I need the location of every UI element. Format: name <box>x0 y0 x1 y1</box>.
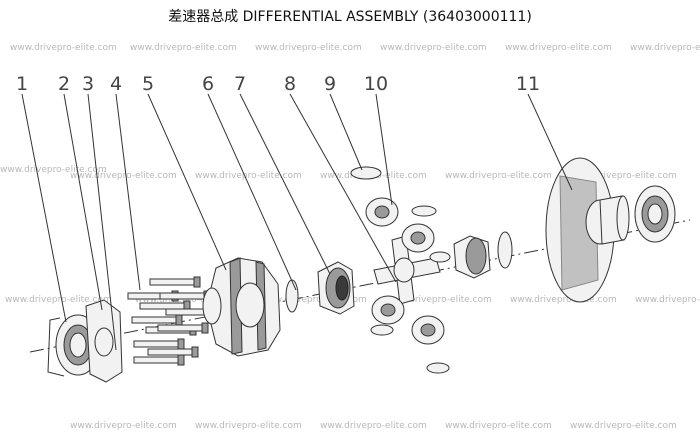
bolt <box>159 292 207 300</box>
leader-line <box>289 93 397 283</box>
part-7-side-gear <box>317 261 355 315</box>
bolt-head <box>191 346 199 358</box>
part-8-spider <box>373 235 441 305</box>
watermark-text: www.drivepro-elite.com <box>70 421 177 431</box>
part-5-differential-case <box>202 257 281 357</box>
callout-number: 6 <box>202 73 214 95</box>
bolt <box>133 356 181 364</box>
bolt <box>139 302 187 310</box>
watermark-text: www.drivepro-elite.com <box>570 171 677 181</box>
watermark-text: www.drivepro-elite.com <box>445 421 552 431</box>
leader-line <box>115 93 141 291</box>
callout-number: 11 <box>516 73 540 95</box>
leader-line <box>329 93 363 171</box>
bolt <box>133 340 181 348</box>
watermark-text: www.drivepro-elite.com <box>10 43 117 53</box>
part-4-bolts <box>127 276 217 366</box>
watermark-text: www.drivepro-elite.com <box>135 295 242 305</box>
callout-number: 1 <box>16 73 28 95</box>
part-11-flange-case <box>545 157 676 303</box>
bolt <box>147 348 195 356</box>
diagram-title: 差速器总成 DIFFERENTIAL ASSEMBLY (36403000111… <box>168 9 532 25</box>
leader-line <box>239 93 331 275</box>
leader-line <box>375 93 393 206</box>
part-2-thrust-plate <box>85 299 123 383</box>
watermark-text: www.drivepro-elite.com <box>570 421 677 431</box>
watermark-text: www.drivepro-elite.com <box>380 43 487 53</box>
bolt-head <box>175 314 183 326</box>
callout-number: 4 <box>110 73 122 95</box>
callout-number: 8 <box>284 73 296 95</box>
leader-lines <box>21 93 573 351</box>
watermark-text: www.drivepro-elite.com <box>630 43 700 53</box>
watermark-text: www.drivepro-elite.com <box>385 295 492 305</box>
callout-number: 7 <box>234 73 246 95</box>
watermark-text: www.drivepro-elite.com <box>70 171 177 181</box>
part-10-planet-gears <box>365 197 451 374</box>
watermark-text: www.drivepro-elite.com <box>260 295 367 305</box>
bolt-head <box>193 276 201 288</box>
callout-number: 5 <box>142 73 154 95</box>
leader-line <box>21 93 67 323</box>
callout-number: 3 <box>82 73 94 95</box>
bolt-head <box>177 338 185 350</box>
callout-number: 9 <box>324 73 336 95</box>
watermark-text: www.drivepro-elite.com <box>130 43 237 53</box>
leader-line <box>207 93 297 291</box>
bolt <box>157 324 205 332</box>
watermark-text: www.drivepro-elite.com <box>320 421 427 431</box>
leader-line <box>63 93 103 311</box>
part-6-thrust-washer <box>285 279 299 313</box>
watermark-text: www.drivepro-elite.com <box>5 295 112 305</box>
part-9-washer <box>350 166 382 180</box>
leader-line <box>87 93 117 351</box>
part-side-gear-right <box>453 231 513 279</box>
watermark-text: www.drivepro-elite.com <box>510 295 617 305</box>
callout-number: 2 <box>58 73 70 95</box>
watermark-text: www.drivepro-elite.com <box>195 421 302 431</box>
watermark-text: www.drivepro-elite.com <box>445 171 552 181</box>
watermark-text: www.drivepro-elite.com <box>0 165 107 175</box>
leader-line <box>147 93 227 271</box>
bolt <box>149 278 197 286</box>
watermark-text: www.drivepro-elite.com <box>505 43 612 53</box>
watermark-text: www.drivepro-elite.com <box>195 171 302 181</box>
callout-number: 10 <box>364 73 388 95</box>
watermark-text: www.drivepro-elite.com <box>255 43 362 53</box>
bolt-head <box>201 322 209 334</box>
watermark-text: www.drivepro-elite.com <box>635 295 700 305</box>
leader-line <box>527 93 573 191</box>
bolt-head <box>177 354 185 366</box>
bolt <box>131 316 179 324</box>
